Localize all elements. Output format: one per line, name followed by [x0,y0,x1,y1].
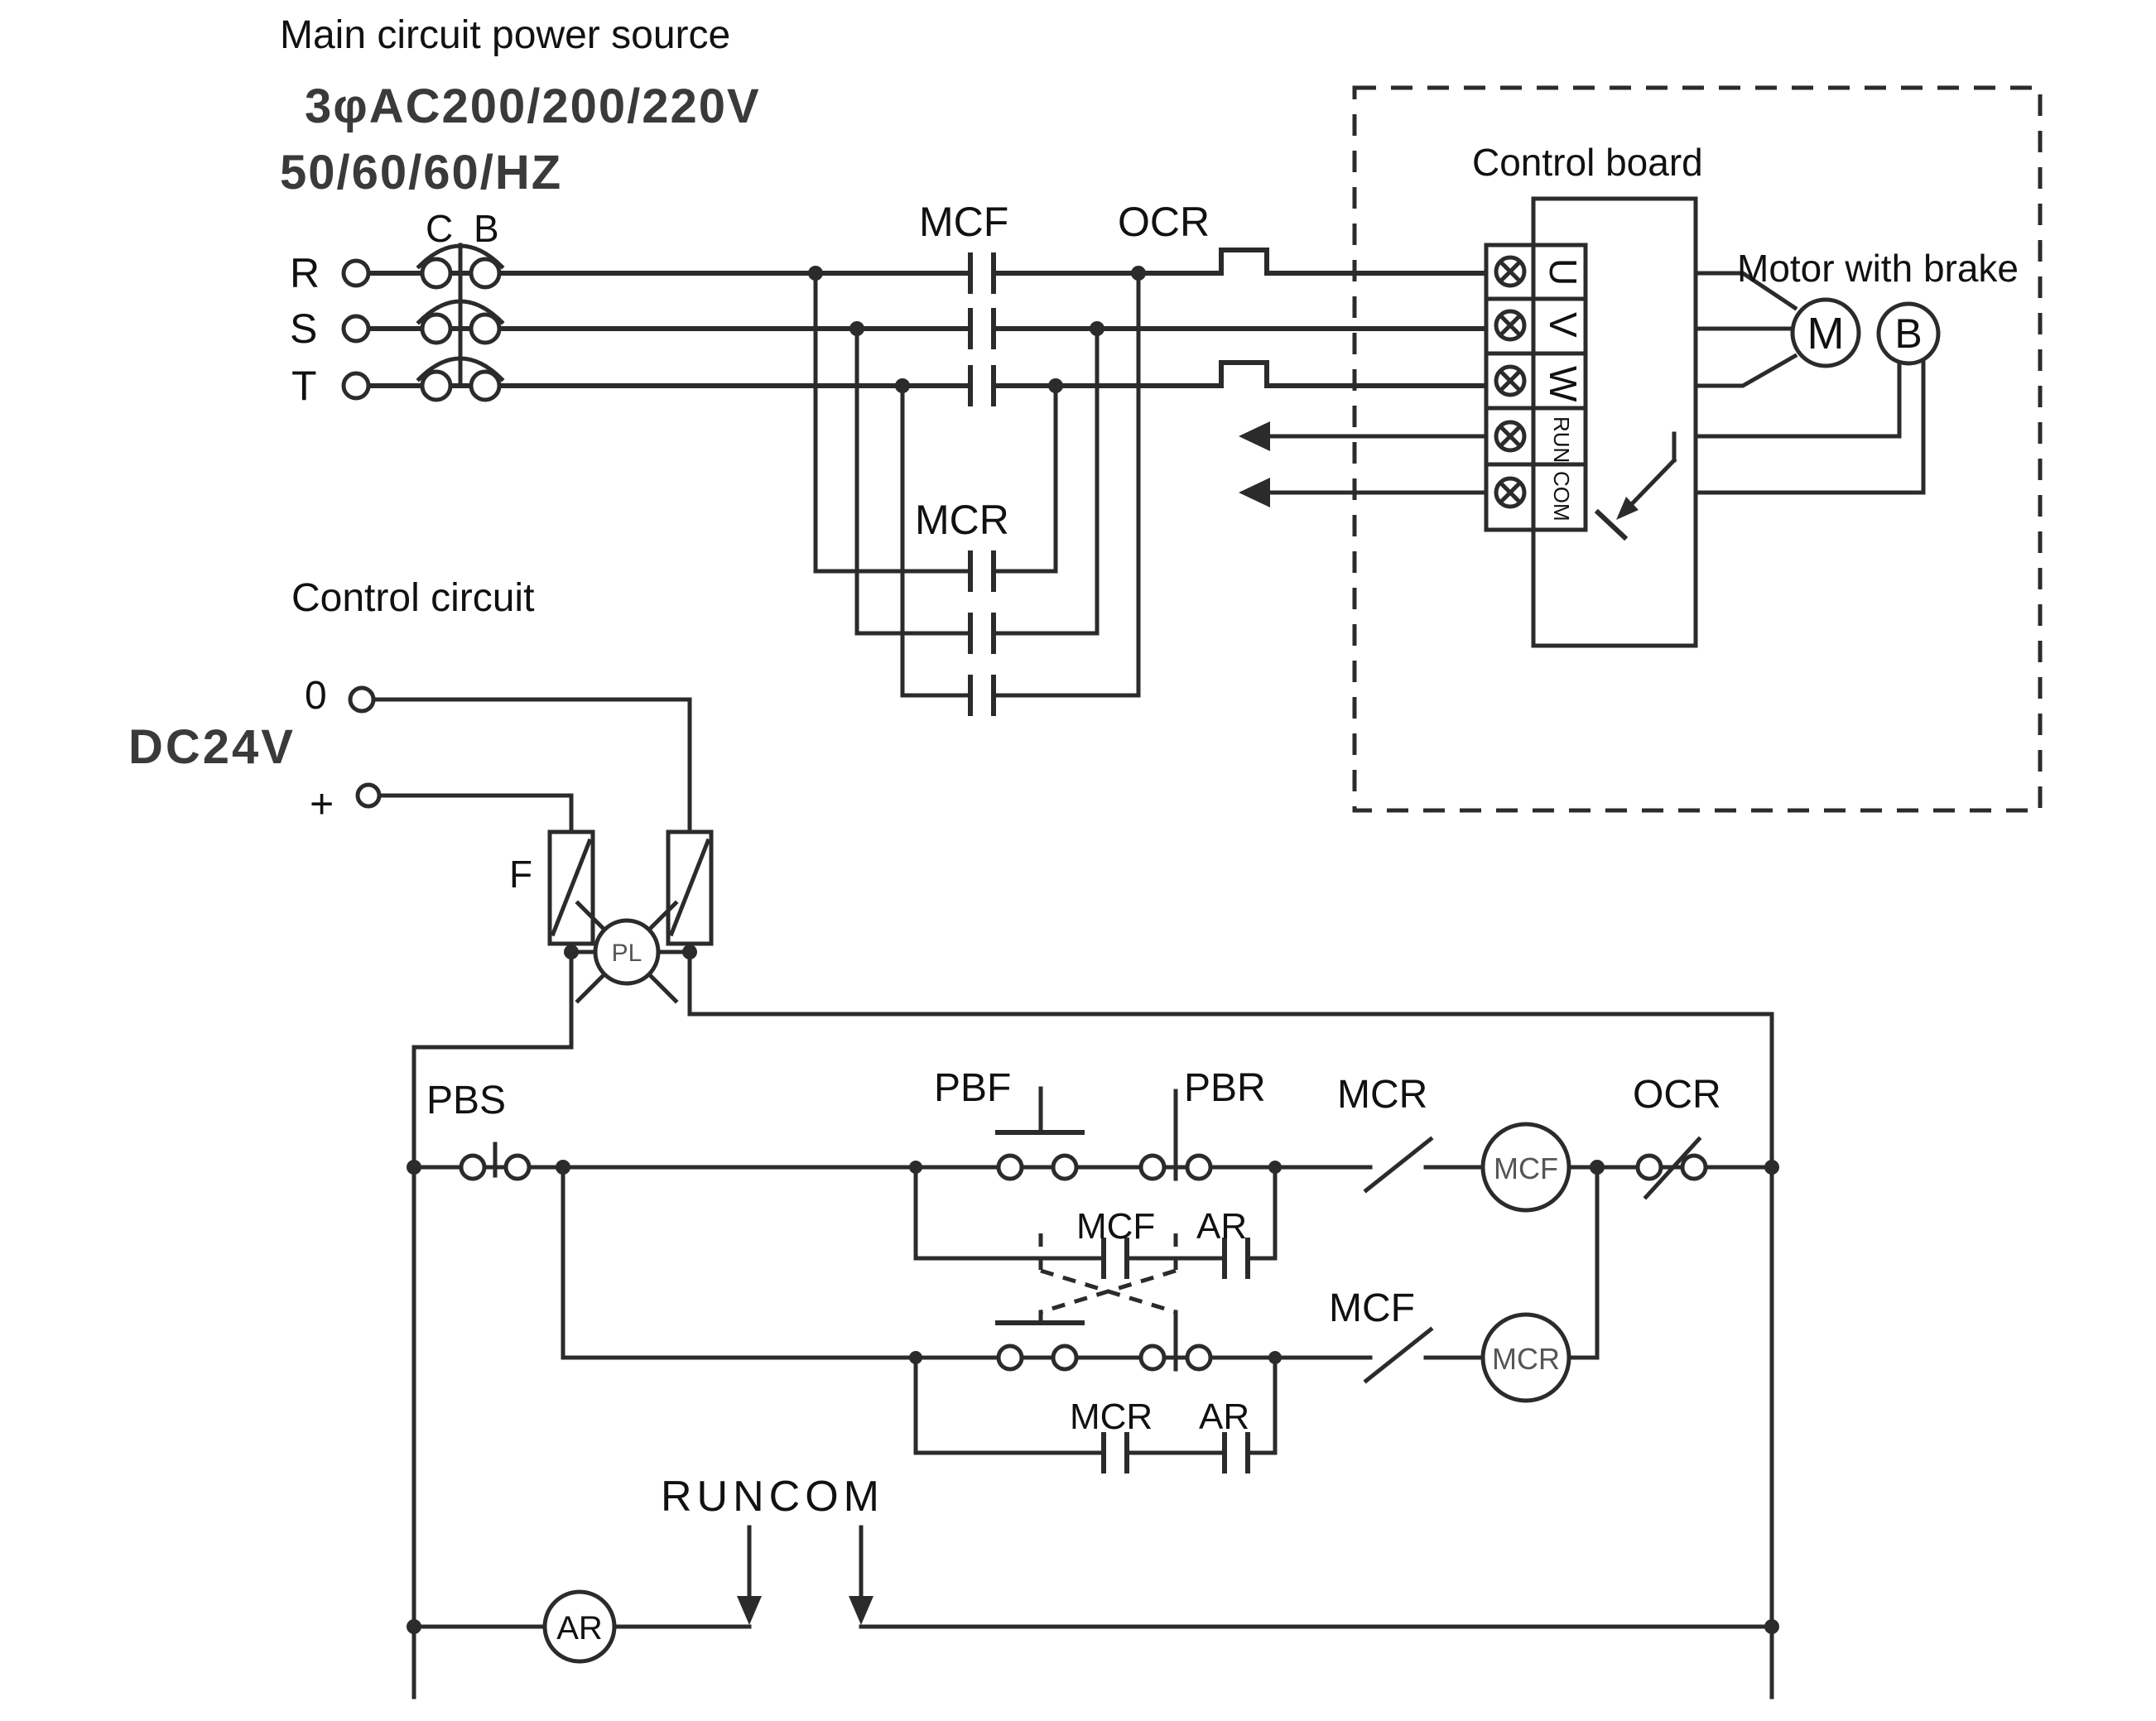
terminal-u-label: U [1542,258,1585,286]
ocr-contact-icon [1635,1136,1708,1200]
cb-label: C B [426,207,504,250]
plus-terminal-icon [355,782,382,809]
voltage-label: 3φAC200/200/220V [305,79,761,133]
ar-coil-icon: AR [542,1589,617,1664]
reverse-stop-button-icon [995,1310,1085,1372]
mcf-main-label: MCF [919,199,1008,245]
terminal-screws [1494,255,1527,509]
mcr-coil-icon: MCR [1480,1312,1571,1403]
mcr-main-label: MCR [915,497,1009,543]
motor-letter: M [1807,309,1845,358]
zero-label: 0 [305,674,327,718]
terminal-v-label: V [1542,312,1585,338]
terminal-w-label: W [1542,366,1585,402]
phase-t-wire [366,360,1499,388]
control-circuit-title: Control circuit [291,576,534,620]
pbf-button-icon [995,1086,1085,1181]
zero-terminal-icon [348,685,376,714]
right-rail [687,949,1774,1699]
fuse-left-icon [547,829,595,946]
terminal-strip: U V W RUN COM [1484,243,1588,532]
terminal-s-icon [341,314,371,344]
dc24v-label: DC24V [128,720,296,774]
runcom-arrows-icon [737,1525,873,1625]
reverse-start-button-icon [1138,1310,1213,1372]
mcf-coil-label: MCF [1494,1151,1558,1185]
com-arrow-left-icon [1239,478,1270,507]
terminal-run-label: RUN [1549,416,1574,463]
ar-rung2-label: AR [1199,1397,1249,1437]
zero-wire [371,697,692,834]
mcf-holding-label: MCF [1076,1206,1155,1247]
motor-icon [1790,297,1861,368]
mcr-reversing-branch [813,271,1141,716]
mcf-holding-contact-icon [1101,1238,1129,1279]
ocr-contact-label: OCR [1633,1073,1721,1117]
pbf-label: PBF [934,1066,1011,1110]
frequency-label: 50/60/60/HZ [280,146,562,200]
main-circuit-title: Main circuit power source [280,13,730,57]
brake-icon [1876,301,1941,366]
pbr-label: PBR [1184,1066,1266,1110]
terminal-t-icon [341,371,371,401]
pilot-lamp-icon: PL [575,900,679,1004]
mcf-main-contacts-icon [968,252,996,406]
left-rail [411,949,574,1699]
mcf-coil-icon: MCF [1480,1122,1571,1213]
plus-label: + [310,781,334,827]
ar-contact-rung2-icon [1222,1432,1250,1473]
plus-wire [377,793,574,834]
run-arrow-left-icon [1239,421,1270,451]
pbs-button-icon [459,1142,532,1181]
fuse-label: F [509,853,532,896]
mcr-main-contacts-icon [968,550,996,716]
mcr-interlock-label: MCR [1337,1073,1427,1117]
motor-with-brake-title: Motor with brake [1737,247,2019,290]
motor-feed-wires [1693,271,1798,388]
mcr-holding-contact-icon [1101,1432,1129,1473]
fuse-right-icon [666,829,714,946]
phase-t-label: T [291,363,317,409]
ar-contact-rung1-icon [1222,1238,1250,1279]
control-board-boundary [1352,85,2043,813]
ar-rung1-label: AR [1196,1206,1247,1247]
terminal-r-icon [341,258,371,288]
diode-icon [1594,431,1677,541]
pbr-button-icon [1138,1089,1213,1181]
control-board-section: U V W RUN COM M B Control board Motor wi… [1239,85,2043,813]
brake-letter: B [1894,310,1922,357]
mcr-coil-label: MCR [1492,1342,1560,1376]
ocr-main-label: OCR [1118,199,1210,245]
phase-r-label: R [290,250,320,296]
control-circuit: Control circuit DC24V 0 + F PL [128,576,1779,1699]
pilot-lamp-label: PL [612,940,642,967]
mechanical-interlock-icon [1038,1233,1178,1315]
rung2-holding-branch [913,1355,1278,1455]
runcom-label: RUNCOM [661,1473,884,1521]
brake-wires [1693,357,1926,495]
rung2-left-wire [561,1165,1600,1360]
mcf-interlock-label: MCF [1329,1286,1415,1330]
run-com-feed [1239,421,1499,507]
circuit-breaker-icon [416,243,505,402]
phase-s-label: S [290,305,317,352]
phase-r-wire [366,248,1499,276]
terminal-com-label: COM [1549,471,1574,522]
ar-coil-label: AR [556,1610,603,1646]
mcr-interlock-contact-icon [1363,1136,1434,1194]
mcf-interlock-contact-icon [1363,1326,1434,1384]
control-board-title: Control board [1472,141,1703,184]
main-circuit: Main circuit power source 3φAC200/200/22… [280,13,1499,716]
mcr-holding-label: MCR [1070,1397,1153,1437]
pbs-label: PBS [426,1079,506,1122]
